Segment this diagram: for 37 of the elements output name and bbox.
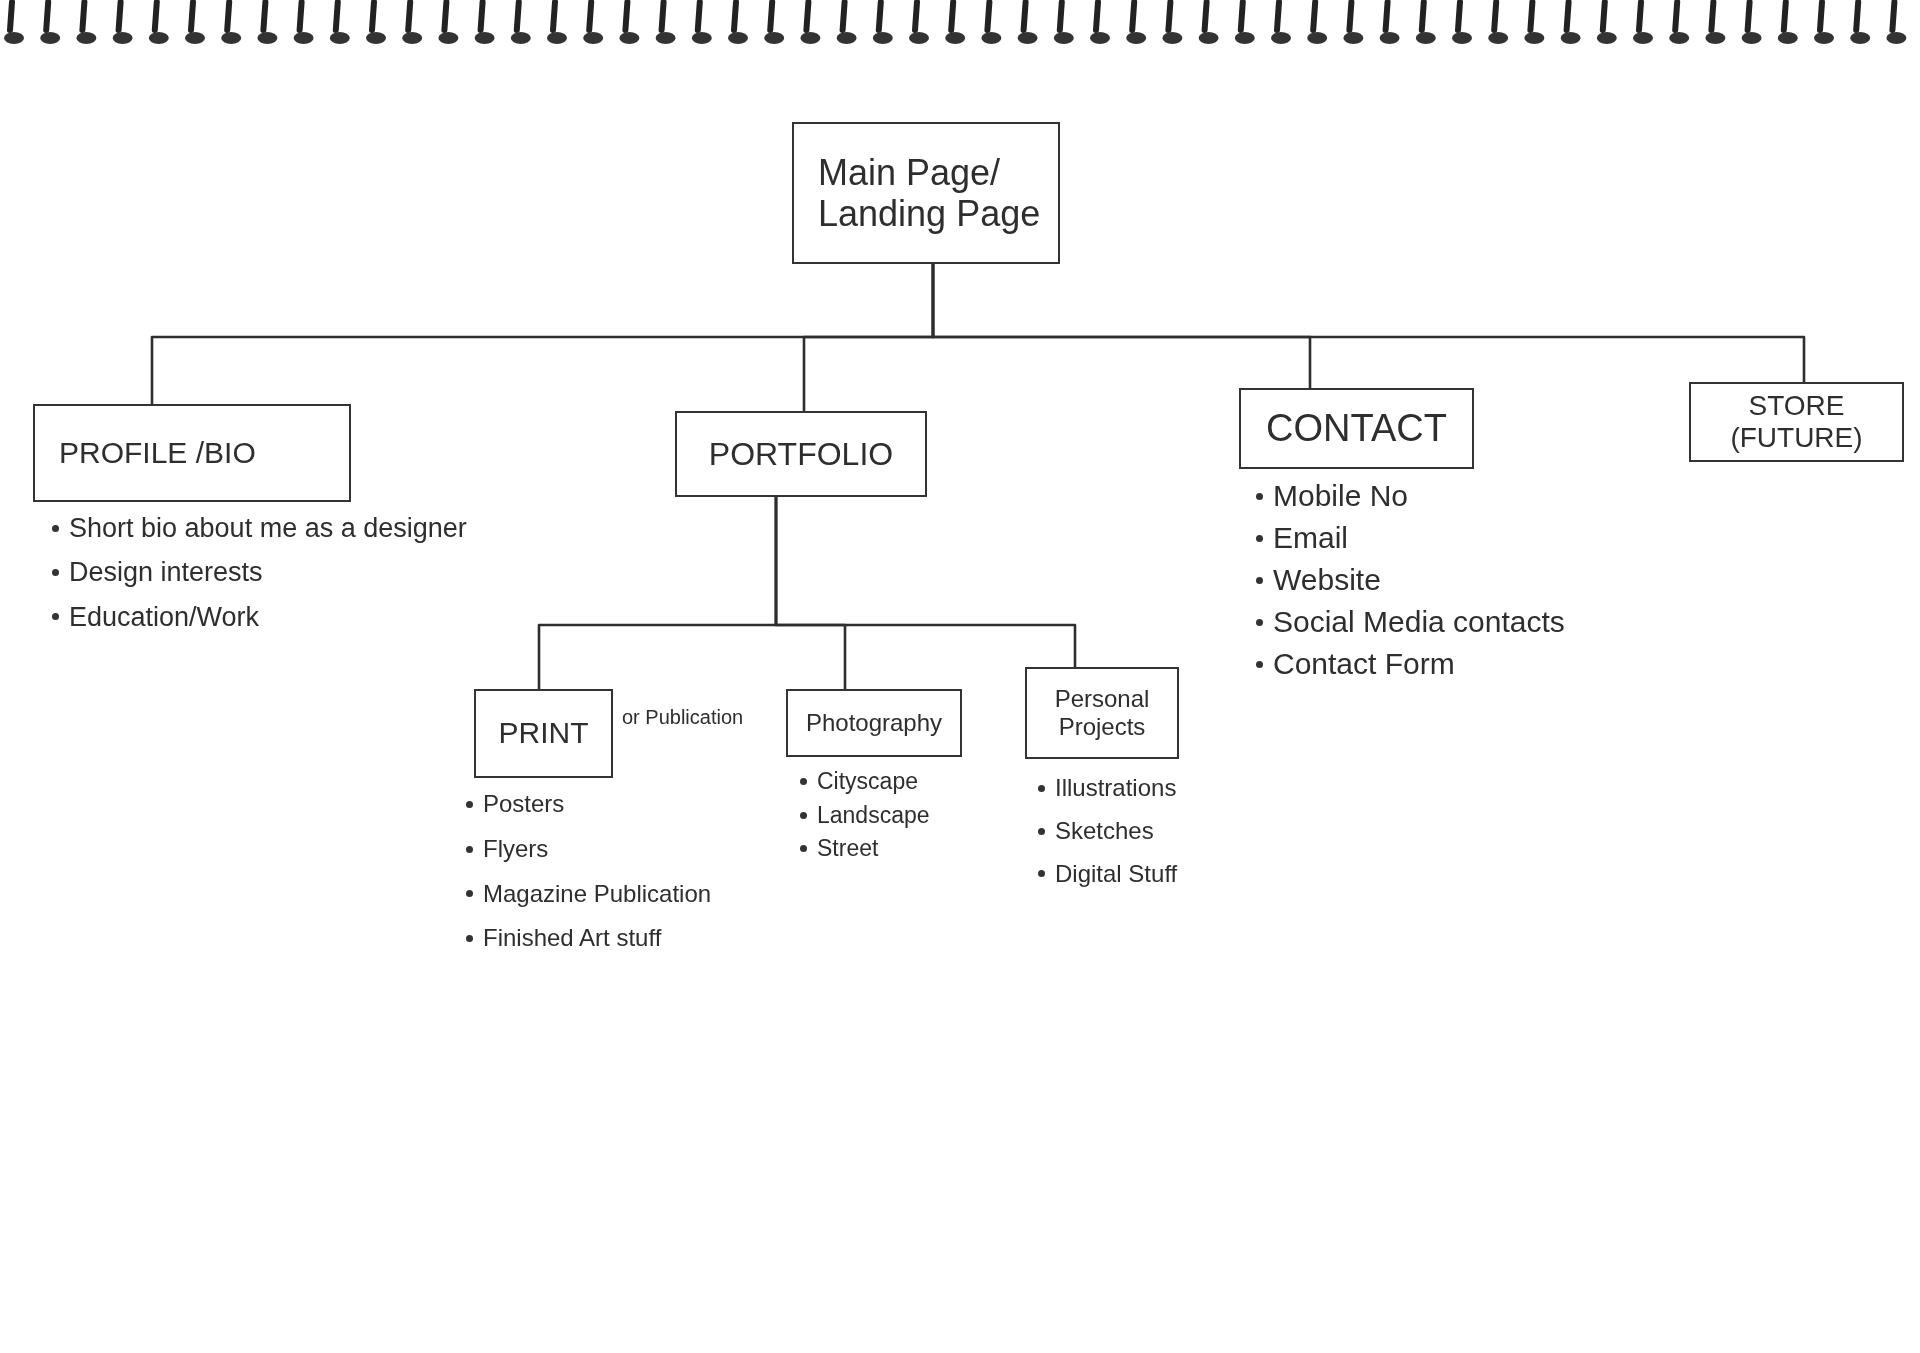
list-item-text: Flyers: [483, 834, 549, 864]
box-label: STORE (FUTURE): [1729, 389, 1864, 455]
list-item-text: Posters: [483, 790, 565, 819]
box-label: CONTACT: [1265, 406, 1448, 451]
list-item-text: Website: [1273, 562, 1381, 598]
list-item-text: Digital Stuff: [1055, 859, 1178, 889]
list-item-text: Social Media contacts: [1273, 604, 1565, 640]
list-item-text: Landscape: [817, 801, 930, 830]
list-item-text: Finished Art stuff: [483, 924, 662, 954]
box-label: Personal Projects: [1053, 685, 1151, 741]
box-label: Main Page/ Landing Page: [817, 151, 1042, 235]
connector-line: [931, 264, 1806, 382]
box-label: PORTFOLIO: [707, 435, 895, 473]
list-item-text: Email: [1273, 520, 1348, 556]
list-item-text: Illustrations: [1055, 774, 1177, 803]
page-box: [1025, 667, 1179, 759]
page-box: [792, 122, 1060, 264]
page-box: [675, 411, 927, 497]
list-item-text: Sketches: [1055, 816, 1154, 846]
connector-line: [774, 497, 1077, 667]
page-box: [33, 404, 351, 502]
list-item-text: Mobile No: [1273, 478, 1409, 514]
list-item-text: Design interests: [69, 556, 263, 589]
list-item-text: Magazine Publication: [483, 879, 712, 909]
page-box: [1689, 382, 1904, 462]
list-item-text: Cityscape: [817, 768, 918, 796]
list-item-text: Street: [817, 835, 879, 863]
page-box: [786, 689, 962, 757]
box-label: Photography: [804, 709, 944, 737]
page-box: [1239, 388, 1474, 469]
page-box: [474, 689, 613, 778]
list-item-text: Short bio about me as a designer: [69, 512, 467, 545]
list-item-text: Contact Form: [1273, 646, 1455, 682]
side-note: or Publication: [622, 705, 745, 730]
list-item-text: Education/Work: [69, 600, 260, 634]
box-label: PRINT: [497, 716, 590, 751]
box-label: PROFILE /BIO: [58, 435, 257, 471]
